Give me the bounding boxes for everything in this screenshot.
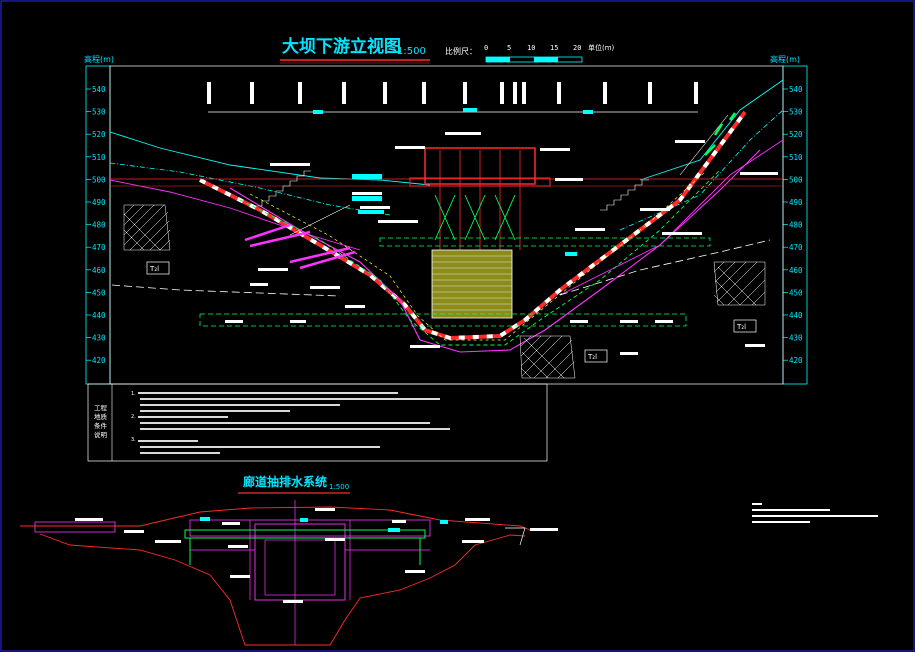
elevation-tick-label: 490 <box>92 198 106 207</box>
scale-tick-label: 15 <box>550 44 558 52</box>
elevation-tick-label: 510 <box>789 153 803 162</box>
elevation-tick-label: 530 <box>92 108 106 117</box>
scale-tick-label: 10 <box>527 44 535 52</box>
elevation-tick-label: 470 <box>789 243 803 252</box>
rock-label: T₂l <box>149 265 159 273</box>
scale-bar-unit: 单位(m) <box>588 43 615 52</box>
weathered-line-left <box>109 162 391 216</box>
elevation-tick-label: 520 <box>789 130 803 139</box>
scale-bar <box>485 56 583 63</box>
elevation-tick-label: 470 <box>92 243 106 252</box>
elevation-labels-right: 540 530 520 510 500 490 480 470 460 450 440 430 420 <box>783 85 803 365</box>
elevation-tick-label: 540 <box>789 85 803 94</box>
geology-notes-table <box>87 383 548 462</box>
groundwater-line-left <box>111 284 341 297</box>
drain-holes-right <box>704 112 737 156</box>
notes-title-line: 说明 <box>94 430 108 439</box>
elevation-tick-label: 500 <box>789 175 803 184</box>
foundation-excavation-dash <box>199 110 747 341</box>
rock-label: T₂l <box>587 353 597 361</box>
scale-tick-label: 20 <box>573 44 581 52</box>
elevation-tick-label: 480 <box>789 221 803 230</box>
ground-line-right <box>639 79 784 181</box>
drain-holes-left <box>244 223 356 270</box>
elevation-tick-label: 460 <box>92 266 106 275</box>
scale-tick-label: 0 <box>484 44 488 52</box>
cyan-markers <box>313 108 593 114</box>
elevation-tick-label: 510 <box>92 153 106 162</box>
elevation-tick-label: 530 <box>789 108 803 117</box>
elevation-tick-label: 450 <box>92 288 106 297</box>
main-title: 大坝下游立视图 <box>282 36 401 57</box>
rock-label-group: T₂l T₂l T₂l <box>146 261 757 363</box>
elevation-tick-label: 430 <box>92 334 106 343</box>
elevation-tick-label: 520 <box>92 130 106 139</box>
callout-blocks <box>225 132 778 355</box>
groundwater-line-right <box>559 239 771 296</box>
gallery-title: 廊道抽排水系统 <box>243 474 327 489</box>
elevation-labels-left: 540 530 520 510 500 490 480 470 460 450 440 430 420 <box>86 85 106 365</box>
ground-line-left <box>109 131 431 186</box>
elevation-tick-label: 420 <box>92 356 106 365</box>
rock-boundary-right <box>559 139 784 296</box>
drainage-gallery-bottom <box>199 313 687 327</box>
rock-hatch-right <box>713 261 766 306</box>
elevation-tick-label: 540 <box>92 85 106 94</box>
drain-line-green <box>239 169 721 346</box>
notes-number: 1. <box>131 391 136 397</box>
elevation-tick-label: 500 <box>92 175 106 184</box>
scale-bar-label: 比例尺： <box>445 46 477 56</box>
crest-markers <box>207 82 698 104</box>
elevation-tick-label: 450 <box>789 288 803 297</box>
dam-body <box>110 147 783 319</box>
elevation-header-right: 高程(m) <box>770 54 800 64</box>
scale-tick-label: 5 <box>507 44 511 52</box>
rock-boundary-left <box>109 179 361 251</box>
elevation-tick-label: 440 <box>92 311 106 320</box>
elevation-tick-label: 480 <box>92 221 106 230</box>
drain-line-yellow <box>249 171 706 341</box>
rock-hatch-left <box>123 204 171 251</box>
elevation-tick-label: 460 <box>789 266 803 275</box>
cyan-callouts <box>352 174 577 256</box>
notes-title-line: 工程 <box>94 403 108 412</box>
notes-body: 1. 2. 3. <box>131 391 450 454</box>
gallery-title-scale: 1:500 <box>329 483 349 491</box>
gallery-system-drawing <box>20 500 558 646</box>
notes-title-line: 条件 <box>94 421 108 430</box>
rock-hatch-bottom <box>519 335 576 379</box>
notes-title-line: 地质 <box>94 412 108 421</box>
notes-number: 3. <box>131 437 136 443</box>
grout-curtain-line <box>229 149 761 353</box>
elevation-tick-label: 490 <box>789 198 803 207</box>
main-title-scale: 1:500 <box>397 46 426 57</box>
rock-label: T₂l <box>736 323 746 331</box>
gallery-stairs-left <box>255 170 351 236</box>
elevation-tick-label: 420 <box>789 356 803 365</box>
notes-number: 2. <box>131 414 136 420</box>
notes-title: 工程 地质 条件 说明 <box>94 403 108 439</box>
right-legend <box>752 503 878 523</box>
scale-bar-ticks: 0 5 10 15 20 <box>484 44 581 52</box>
drainage-gallery-middle <box>379 237 711 247</box>
elevation-header-left: 高程(m) <box>84 54 114 64</box>
elevation-tick-label: 440 <box>789 311 803 320</box>
elevation-tick-label: 430 <box>789 334 803 343</box>
